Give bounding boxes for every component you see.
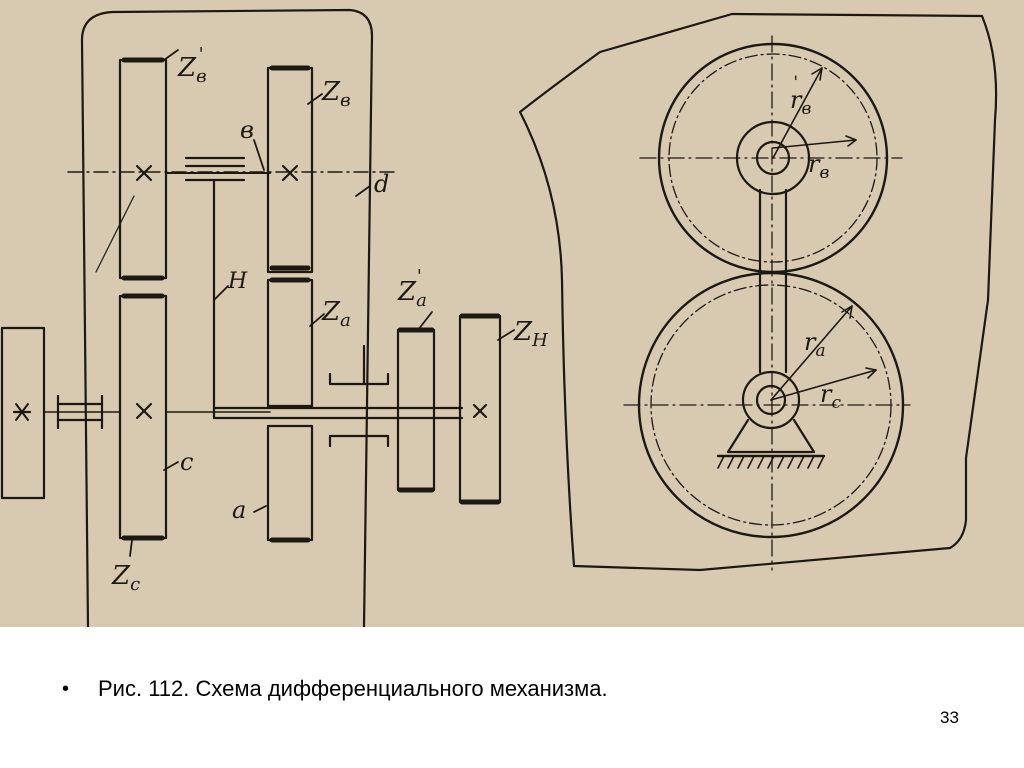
pivot-support <box>726 418 816 454</box>
fixed-hub-lower <box>328 434 390 448</box>
gear-za-prime <box>396 328 436 492</box>
connecting-arm <box>758 188 788 374</box>
gear-zc <box>118 294 168 540</box>
input-shaft-block <box>0 326 46 500</box>
caption-text: Рис. 112. Схема дифференциального механи… <box>98 676 608 701</box>
gear-zb <box>266 66 314 274</box>
lower-gear-hub <box>741 370 801 430</box>
mechanism-scan: Zв' Zв в d H Za Za' ZH c a Zc <box>0 0 1024 627</box>
label-za-prime: Za' <box>397 266 427 311</box>
label-c: c <box>180 448 193 476</box>
gear-view: rв' rв ra rc <box>518 12 998 572</box>
radius-rb-prime <box>772 67 823 159</box>
label-a: a <box>232 496 246 524</box>
label-rb: rв <box>808 150 829 183</box>
view-housing-outline <box>518 12 998 572</box>
radius-ra <box>770 305 853 401</box>
label-b: в <box>240 116 254 144</box>
mechanism-drawing: Zв' Zв в d H Za Za' ZH c a Zc <box>0 8 998 627</box>
gear-za <box>266 278 314 408</box>
label-zh: ZH <box>513 317 548 351</box>
fixed-hub-upper <box>328 372 390 386</box>
gear-zc-center <box>135 402 153 420</box>
gear-a <box>266 424 314 542</box>
gear-zb-prime <box>118 58 168 280</box>
radius-rb <box>772 139 857 149</box>
label-zb: Zв <box>321 77 351 111</box>
radius-rc <box>770 369 877 401</box>
caption-bullet: • <box>62 677 70 700</box>
kinematic-scheme: Zв' Zв в d H Za Za' ZH c a Zc <box>0 8 548 627</box>
lower-gear-bore <box>755 384 787 416</box>
figure-caption: • Рис. 112. Схема дифференциального меха… <box>62 676 608 702</box>
gear-zb-prime-center <box>135 164 153 182</box>
housing-outline <box>80 8 374 627</box>
gear-zh <box>458 314 502 504</box>
label-d: d <box>374 170 389 198</box>
label-za: Za <box>321 297 351 331</box>
ground-hatching <box>717 455 825 469</box>
label-h: H <box>227 269 248 294</box>
page-number: 33 <box>940 708 959 727</box>
label-ra: ra <box>804 328 826 361</box>
label-zc: Zc <box>111 561 140 595</box>
carrier-h <box>184 156 464 420</box>
label-rb-prime: rв' <box>790 73 811 119</box>
label-zb-prime: Zв' <box>177 44 207 87</box>
label-rc: rc <box>820 380 841 413</box>
gear-zh-center <box>472 403 488 419</box>
gear-zb-center <box>281 164 299 182</box>
